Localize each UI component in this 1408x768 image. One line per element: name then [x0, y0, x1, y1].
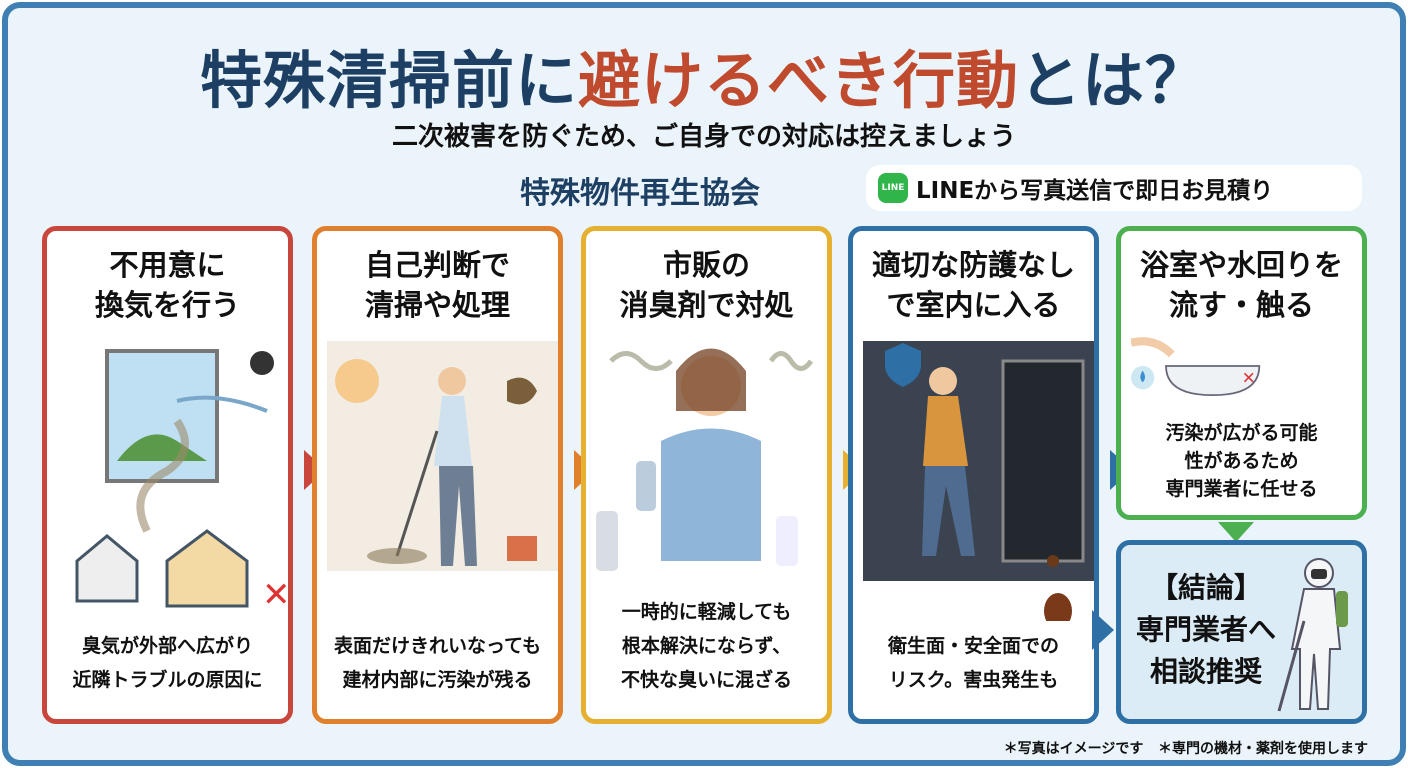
card-description-line: 一時的に軽減しても: [621, 601, 792, 623]
bathtub-icon: ✕: [1131, 337, 1261, 397]
footnote: ＊専門の機材・薬剤を使用します: [1158, 741, 1368, 757]
avoid-action-card: 浴室や水回りを流す・触る ✕ 汚染が広がる可能性があるため専門業者に任せる: [1116, 226, 1367, 520]
card-description-line: 専門業者に任せる: [1165, 478, 1318, 500]
line-estimate-banner[interactable]: LINE LINEから写真送信で即日お見積り: [866, 165, 1362, 211]
footnote: ＊写真はイメージです: [1003, 741, 1144, 757]
card-title-line: 自己判断で: [364, 248, 510, 282]
card-description-line: 衛生面・安全面での: [887, 635, 1059, 657]
card-title: 不用意に換気を行う: [47, 245, 288, 325]
card-description-line: 臭気が外部へ広がり: [81, 635, 253, 657]
card-title-line: 清掃や処理: [364, 288, 510, 322]
card-description: 衛生面・安全面でのリスク。害虫発生も: [853, 629, 1094, 697]
card-description: 一時的に軽減しても根本解決にならず、不快な臭いに混ざる: [586, 595, 827, 697]
card-description-line: 表面だけきれいなっても: [333, 635, 542, 657]
flow-arrow-icon: [1092, 610, 1114, 650]
title-part2: とは？: [1019, 44, 1209, 117]
card-description: 臭気が外部へ広がり近隣トラブルの原因に: [47, 629, 288, 697]
subtitle: 二次被害を防ぐため、ご自身での対応は控えましょう: [391, 122, 1016, 152]
card-description: 表面だけきれいなっても建材内部に汚染が残る: [317, 629, 558, 697]
card-title: 浴室や水回りを流す・触る: [1121, 245, 1362, 325]
avoid-action-card: 不用意に換気を行う ✕ 臭気が外部へ広がり近隣トラブルの原因に: [42, 226, 293, 724]
card-description-line: リスク。害虫発生も: [888, 669, 1059, 691]
card-title-line: 浴室や水回りを: [1139, 248, 1343, 282]
conclusion-label: 【結論】: [1149, 571, 1262, 604]
conclusion-card: 【結論】 専門業者へ 相談推奨: [1116, 540, 1367, 724]
card-title-line: 適切な防護なし: [871, 248, 1075, 282]
avoid-action-card: 市販の消臭剤で対処 一時的に軽減しても根本解決にならず、不快な臭いに混ざる: [581, 226, 832, 724]
card-description-line: 根本解決にならず、: [621, 635, 792, 657]
card-title: 市販の消臭剤で対処: [586, 245, 827, 325]
card-description-line: 建材内部に汚染が残る: [342, 669, 533, 691]
person-entering-room-icon: [863, 341, 1094, 621]
card-title: 自己判断で清掃や処理: [317, 245, 558, 325]
card-description-line: 汚染が広がる可能: [1165, 422, 1318, 444]
protective-suit-worker-icon: [1277, 558, 1348, 712]
card-title-line: 不用意に: [109, 248, 226, 282]
card-title-line: で室内に入る: [886, 288, 1061, 322]
person-mopping-icon: [327, 341, 558, 571]
deodorant-spray-icon: [596, 348, 814, 571]
card-description-line: 近隣トラブルの原因に: [72, 669, 263, 691]
svg-text:✕: ✕: [1242, 369, 1256, 388]
title-highlight: 避けるべき行動: [577, 44, 1019, 117]
title-part1: 特殊清掃前に: [199, 44, 578, 117]
card-description: 汚染が広がる可能性があるため専門業者に任せる: [1121, 419, 1362, 503]
svg-text:✕: ✕: [262, 575, 288, 615]
avoid-action-card: 適切な防護なしで室内に入る 衛生面・安全面でのリスク。害虫発生も: [848, 226, 1099, 724]
card-title-line: 消臭剤で対処: [619, 288, 794, 322]
conclusion-line: 相談推奨: [1149, 655, 1262, 688]
conclusion-line: 専門業者へ: [1135, 613, 1276, 646]
card-description-line: 不快な臭いに混ざる: [620, 669, 792, 691]
card-title-line: 換気を行う: [94, 288, 240, 322]
open-window-skull-icon: ✕: [75, 349, 288, 615]
line-app-icon: LINE: [878, 173, 908, 203]
card-description-line: 性があるため: [1184, 450, 1299, 472]
page-title: 特殊清掃前に避けるべき行動とは？: [0, 30, 1408, 120]
footnotes: ＊写真はイメージです ＊専門の機材・薬剤を使用します: [1004, 738, 1368, 758]
organization-name: 特殊物件再生協会: [520, 176, 760, 211]
avoid-action-card: 自己判断で清掃や処理 表面だけきれいなっても建材内部に汚染が残る: [312, 226, 563, 724]
card-title: 適切な防護なしで室内に入る: [853, 245, 1094, 325]
card-title-line: 流す・触る: [1168, 288, 1314, 322]
line-banner-text: LINEから写真送信で即日お見積り: [916, 178, 1274, 204]
card-title-line: 市販の: [662, 248, 750, 282]
down-arrow-icon: [1218, 522, 1254, 542]
